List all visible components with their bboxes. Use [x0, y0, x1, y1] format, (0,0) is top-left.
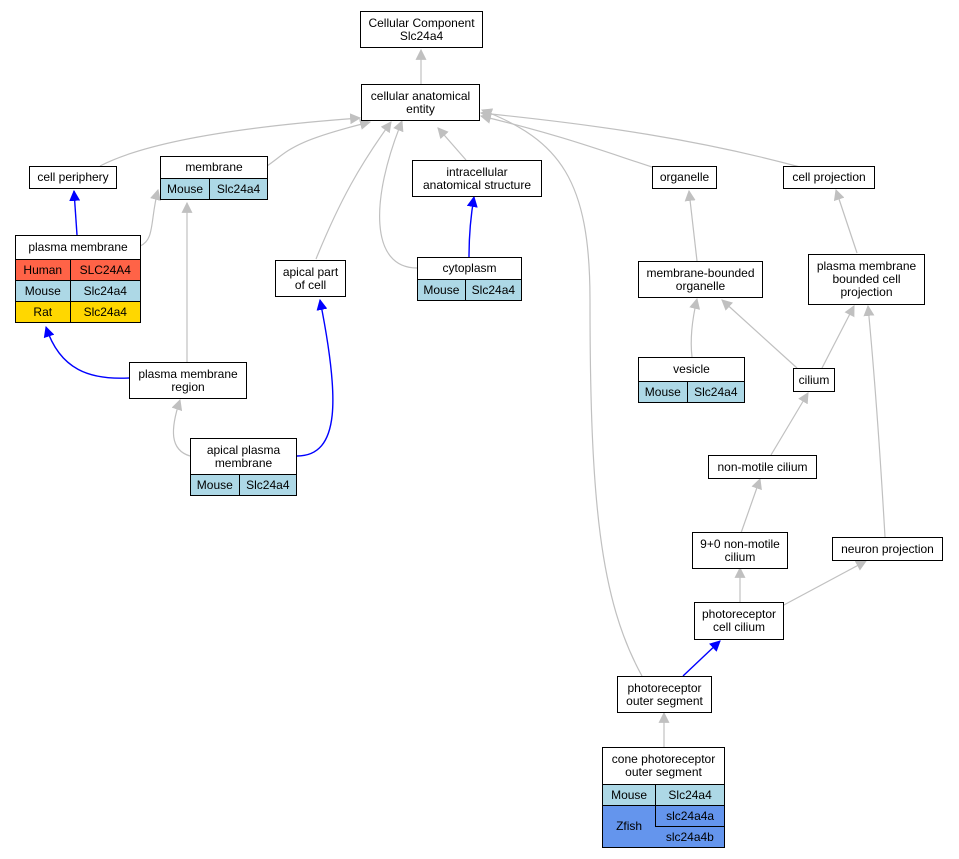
node-organelle[interactable]: organelle [652, 166, 717, 189]
gene-symbol: Slc24a4 [686, 381, 744, 402]
edge-intracellular-to-cae [437, 127, 467, 161]
gene-table: Human SLC24A4 Mouse Slc24a4 Rat Slc24a4 [16, 259, 140, 322]
node-title: cilium [798, 372, 830, 387]
species-mouse: Mouse [603, 784, 656, 806]
gene-symbol: Slc24a4 [69, 280, 140, 302]
edge-cell-projection-to-cae [479, 108, 801, 168]
edge-apical-pm-to-pm-region [171, 398, 191, 457]
edge-organelle-to-cae [479, 112, 653, 168]
node-membrane[interactable]: membrane Mouse Slc24a4 [160, 156, 268, 200]
node-vesicle[interactable]: vesicle Mouse Slc24a4 [638, 357, 745, 403]
edge-vesicle-to-mbo [689, 297, 701, 358]
species-mouse: Mouse [639, 381, 688, 402]
node-cellular-component[interactable]: Cellular Component Slc24a4 [360, 11, 483, 48]
node-cilium[interactable]: cilium [793, 368, 835, 392]
node-title: 9+0 non-motile cilium [700, 536, 780, 564]
node-cell-projection[interactable]: cell projection [783, 166, 875, 189]
gene-table: Mouse Slc24a4 [161, 178, 267, 199]
node-photoreceptor-outer-segment[interactable]: photoreceptor outer segment [617, 676, 712, 713]
edge-plasma-membrane-to-membrane [139, 188, 161, 247]
gene-symbol: Slc24a4 [209, 178, 267, 199]
edge-cytoplasm-to-cae [379, 119, 418, 269]
node-title: vesicle [673, 362, 710, 376]
node-title: Cellular Component Slc24a4 [368, 15, 475, 43]
gene-table: Mouse Slc24a4 [418, 279, 521, 300]
edge-mbo-to-organelle [684, 189, 698, 262]
node-title: membrane [185, 160, 243, 174]
gene-table: Mouse Slc24a4 [639, 381, 744, 402]
node-nine-zero-non-motile-cilium[interactable]: 9+0 non-motile cilium [692, 532, 788, 569]
edge-membrane-to-cae [266, 119, 372, 167]
gene-symbol: slc24a4a [655, 805, 724, 827]
node-title: intracellular anatomical structure [422, 164, 532, 192]
node-title: cone photoreceptor outer segment [611, 752, 716, 779]
node-title: plasma membrane [28, 240, 128, 254]
edge-photoreceptor-outer-to-cae [480, 108, 643, 677]
node-title: cellular anatomical entity [370, 88, 471, 116]
edge-apical-part-to-cae [315, 121, 392, 260]
node-cone-photoreceptor-outer-segment[interactable]: cone photoreceptor outer segment Mouse S… [602, 747, 725, 848]
node-title: plasma membrane region [138, 366, 238, 394]
node-title: cytoplasm [442, 261, 497, 275]
edge-nine-zero-to-nonmotile [740, 477, 762, 534]
species-rat: Rat [16, 301, 71, 322]
node-cell-periphery[interactable]: cell periphery [29, 166, 117, 189]
node-title: non-motile cilium [717, 459, 808, 474]
edge-cilium-to-pmbcp [821, 305, 855, 369]
gene-symbol: Slc24a4 [69, 301, 140, 322]
node-cytoplasm[interactable]: cytoplasm Mouse Slc24a4 [417, 257, 522, 301]
edge-pm-region-to-plasma-membrane [43, 325, 130, 379]
gene-symbol: Slc24a4 [655, 784, 724, 806]
gene-symbol: Slc24a4 [238, 474, 296, 495]
edge-cell-periphery-to-cae [99, 113, 362, 167]
node-pm-bounded-cell-projection[interactable]: plasma membrane bounded cell projection [808, 254, 925, 305]
species-human: Human [16, 259, 71, 281]
gene-table: Mouse Slc24a4 Zfish slc24a4a slc24a4b [603, 784, 724, 847]
node-title: neuron projection [841, 541, 934, 556]
node-plasma-membrane[interactable]: plasma membrane Human SLC24A4 Mouse Slc2… [15, 235, 141, 323]
node-neuron-projection[interactable]: neuron projection [832, 537, 943, 561]
node-plasma-membrane-region[interactable]: plasma membrane region [129, 362, 247, 399]
node-non-motile-cilium[interactable]: non-motile cilium [708, 455, 817, 479]
node-title: cell periphery [37, 170, 109, 184]
gene-symbol: Slc24a4 [464, 279, 521, 300]
gene-table: Mouse Slc24a4 [191, 474, 296, 495]
edge-nonmotile-to-cilium [770, 392, 809, 456]
node-title: cell projection [792, 170, 866, 184]
species-mouse: Mouse [191, 474, 240, 495]
node-title: photoreceptor outer segment [626, 680, 703, 708]
species-mouse: Mouse [161, 178, 210, 199]
node-apical-part-of-cell[interactable]: apical part of cell [275, 260, 346, 297]
species-zfish: Zfish [603, 805, 656, 847]
edge-photoreceptor-cilium-to-neuron [781, 560, 867, 607]
gene-symbol: slc24a4b [655, 826, 724, 847]
edge-photoreceptor-outer-to-cilium [682, 640, 721, 677]
node-title: apical plasma membrane [206, 442, 281, 470]
species-mouse: Mouse [16, 280, 71, 302]
node-title: apical part of cell [282, 264, 339, 292]
node-membrane-bounded-organelle[interactable]: membrane-bounded organelle [638, 261, 763, 298]
edge-apical-pm-to-apical-part [296, 298, 334, 457]
node-title: membrane-bounded organelle [646, 265, 755, 293]
node-title: photoreceptor cell cilium [701, 607, 777, 634]
edge-cytoplasm-to-intracellular [466, 195, 478, 258]
node-apical-plasma-membrane[interactable]: apical plasma membrane Mouse Slc24a4 [190, 438, 297, 496]
species-mouse: Mouse [418, 279, 466, 300]
node-cellular-anatomical-entity[interactable]: cellular anatomical entity [361, 84, 480, 121]
gene-symbol: SLC24A4 [69, 259, 140, 281]
edge-pmbcp-to-cell-projection [833, 188, 858, 254]
node-title: plasma membrane bounded cell projection [816, 259, 917, 299]
node-intracellular-anatomical-structure[interactable]: intracellular anatomical structure [412, 160, 542, 197]
node-title: organelle [659, 170, 710, 184]
node-photoreceptor-cell-cilium[interactable]: photoreceptor cell cilium [694, 602, 784, 640]
edge-neuron-projection-to-pmbcp [863, 304, 886, 538]
edge-plasma-membrane-to-cell-periphery [69, 189, 81, 236]
edge-cilium-to-mbo [721, 299, 798, 369]
